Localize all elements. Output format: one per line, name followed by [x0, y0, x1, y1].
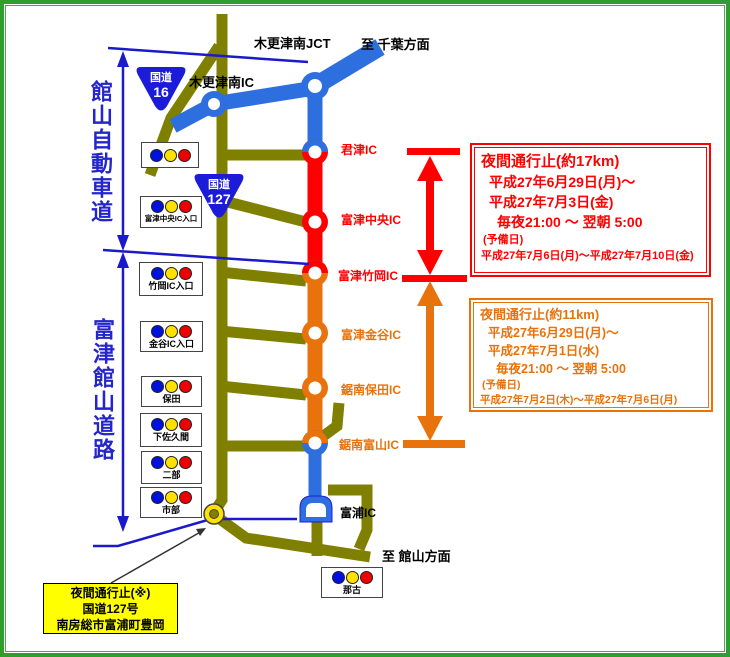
kimitsu-ic-label: 君津IC [341, 143, 378, 157]
callout-arrow [110, 528, 206, 584]
signal-box-ichibu: 市部 [140, 487, 202, 518]
signal-box-hota: 保田 [141, 376, 202, 407]
callout-line3: 南房総市富浦町豊岡 [56, 618, 165, 632]
signal-box-takeoka-entrance: 竹岡IC入口 [139, 262, 203, 296]
red-closure-title: 夜間通行止(約17km) [481, 153, 620, 170]
route-16-badge-number: 16 [153, 84, 169, 100]
red-closure-reserve-label: (予備日) [483, 234, 524, 246]
signal-box-futtsu-chuo-entrance: 富津中央IC入口 [140, 196, 202, 228]
traffic-light-icon [150, 267, 192, 280]
signal-box-shimosakuma: 下佐久間 [140, 413, 202, 447]
orange-closure-extent-arrow [403, 281, 465, 448]
orange-closure-info-box: 夜間通行止(約11km) 平成27年6月29日(月)～ 平成27年7月1日(水)… [469, 298, 713, 412]
red-closure-hours: 毎夜21:00 ～ 翌朝 5:00 [497, 214, 643, 230]
red-closure-reserve-period: 平成27年7月6日(月)～平成27年7月10日(金) [481, 250, 694, 262]
kyonan-hota-ic-label: 鋸南保田IC [341, 383, 402, 397]
route-127-badge [194, 174, 244, 218]
callout-line1: 夜間通行止(※) [70, 586, 151, 600]
red-closure-info-box: 夜間通行止(約17km) 平成27年6月29日(月)～ 平成27年7月3日(金)… [470, 143, 711, 277]
traffic-light-icon [151, 455, 192, 469]
futtsu-takeoka-ic-label: 富津竹岡IC [338, 269, 399, 283]
signal-box-nago: 那古 [321, 567, 383, 598]
tateyama-expressway-label: 館山自動車道 [88, 80, 113, 224]
futtsu-chuo-ic-label: 富津中央IC [341, 213, 402, 227]
tomiura-ic-label: 富浦IC [340, 506, 377, 520]
route127-closure-callout: 夜間通行止(※) 国道127号 南房総市富浦町豊岡 [43, 583, 178, 634]
futtsu-tateyama-road-label: 富津館山道路 [90, 318, 115, 462]
signal-box-kanaya-entrance: 金谷IC入口 [140, 321, 203, 352]
orange-closure-hours: 毎夜21:00 ～ 翌朝 5:00 [496, 362, 626, 376]
route127-closure-point-icon [203, 503, 225, 525]
traffic-light-icon [151, 379, 192, 393]
signal-box-nibu: 二部 [141, 451, 202, 484]
kisarazu-minami-ic-label: 木更津南IC [189, 75, 255, 90]
signal-box-kimitsu-entrance [141, 142, 199, 168]
red-closure-period-end: 平成27年7月3日(金) [489, 194, 614, 210]
futtsu-kanaya-ic-label: 富津金谷IC [341, 328, 402, 342]
route-127-badge-prefix: 国道 [208, 179, 230, 191]
traffic-light-icon [151, 324, 192, 338]
orange-closure-reserve-period: 平成27年7月2日(木)～平成27年7月6日(月) [480, 394, 678, 406]
route-16-badge-prefix: 国道 [150, 72, 172, 84]
orange-closure-reserve-label: (予備日) [482, 379, 521, 391]
interchange-nodes [201, 72, 329, 456]
red-closure-period-start: 平成27年6月29日(月)～ [489, 174, 636, 190]
traffic-light-icon [150, 200, 192, 213]
tomiura-ic-terminus-icon [299, 495, 333, 523]
orange-closure-period-end: 平成27年7月1日(水) [488, 344, 600, 358]
traffic-light-icon [150, 418, 192, 431]
to-chiba-label: 至 千葉方面 [361, 37, 430, 52]
route-127-badge-number: 127 [207, 191, 231, 207]
kisarazu-minami-jct-label: 木更津南JCT [254, 36, 331, 51]
traffic-light-icon [331, 570, 373, 584]
traffic-light-icon [149, 148, 191, 162]
to-tateyama-label: 至 館山方面 [382, 549, 451, 564]
callout-line2: 国道127号 [82, 602, 139, 616]
orange-closure-period-start: 平成27年6月29日(月)～ [488, 326, 619, 340]
kyonan-tomiyama-ic-label: 鋸南富山IC [339, 438, 400, 452]
section-guide-lines [93, 46, 310, 548]
orange-closure-title: 夜間通行止(約11km) [480, 307, 600, 322]
route-16-badge [136, 67, 186, 111]
red-closure-extent-arrow [402, 148, 467, 282]
traffic-light-icon [150, 490, 192, 504]
